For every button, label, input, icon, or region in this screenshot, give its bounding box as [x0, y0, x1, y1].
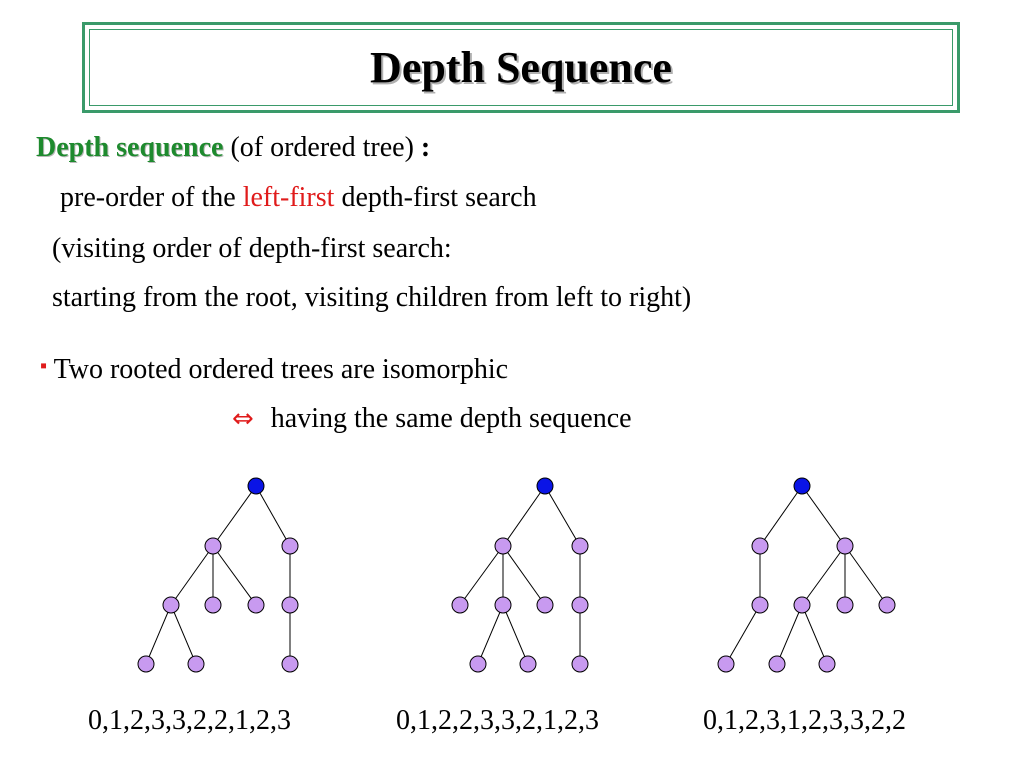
tree-node — [469, 655, 487, 673]
tree-node — [751, 596, 769, 614]
tree-3-nodes — [717, 477, 896, 673]
tree-2-nodes — [451, 477, 589, 673]
slide-title: Depth Sequence — [370, 42, 672, 92]
tree-node — [536, 596, 554, 614]
tree-node — [836, 596, 854, 614]
tree-node — [717, 655, 735, 673]
definition-colon: : — [420, 132, 431, 163]
tree-1-nodes — [137, 477, 299, 673]
tree-2-edges — [459, 485, 581, 665]
definition-line1-before: pre-order of the — [60, 182, 243, 213]
tree-3-sequence: 0,1,2,3,1,2,3,3,2,2 — [703, 705, 906, 736]
tree-node — [793, 596, 811, 614]
definition-heading: Depth sequence (of ordered tree) : — [36, 134, 430, 162]
tree-node — [519, 655, 537, 673]
theorem-statement-line: ▪ Two rooted ordered trees are isomorphi… — [40, 356, 508, 384]
tree-node — [571, 537, 589, 555]
tree-node — [571, 596, 589, 614]
theorem-statement: Two rooted ordered trees are isomorphic — [53, 354, 509, 385]
tree-node — [281, 596, 299, 614]
tree-3-edges — [725, 485, 888, 665]
definition-line-3: starting from the root, visiting childre… — [52, 282, 692, 313]
tree-1-sequence: 0,1,2,3,3,2,2,1,2,3 — [88, 705, 291, 736]
theorem-condition-line: ⇔ having the same depth sequence — [232, 405, 632, 433]
title-frame: Depth Sequence — [82, 22, 960, 113]
tree-node-root — [247, 477, 265, 495]
iff-arrow-icon: ⇔ — [232, 404, 254, 434]
definition-qualifier: (of ordered tree) — [223, 132, 421, 163]
theorem-condition: having the same depth sequence — [270, 403, 632, 434]
tree-node — [751, 537, 769, 555]
tree-node — [818, 655, 836, 673]
tree-node — [162, 596, 180, 614]
tree-node — [281, 655, 299, 673]
tree-node — [204, 537, 222, 555]
definition-term: Depth sequence — [36, 132, 224, 163]
title-inner: Depth Sequence — [89, 29, 953, 106]
definition-line-1: pre-order of the left-first depth-first … — [60, 184, 537, 212]
tree-node — [137, 655, 155, 673]
tree-node — [571, 655, 589, 673]
tree-node — [281, 537, 299, 555]
definition-highlight: left-first — [242, 182, 335, 213]
definition-line1-after: depth-first search — [334, 182, 537, 213]
tree-node — [451, 596, 469, 614]
tree-node — [494, 596, 512, 614]
tree-node-root — [536, 477, 554, 495]
tree-node — [768, 655, 786, 673]
tree-node — [494, 537, 512, 555]
tree-node-root — [793, 477, 811, 495]
tree-node — [187, 655, 205, 673]
tree-1-edges — [145, 485, 291, 665]
bullet-icon: ▪ — [40, 355, 48, 377]
tree-node — [247, 596, 265, 614]
tree-2-sequence: 0,1,2,2,3,3,2,1,2,3 — [396, 705, 599, 736]
definition-line-2: (visiting order of depth-first search: — [52, 233, 452, 264]
tree-node — [204, 596, 222, 614]
tree-node — [878, 596, 896, 614]
tree-node — [836, 537, 854, 555]
